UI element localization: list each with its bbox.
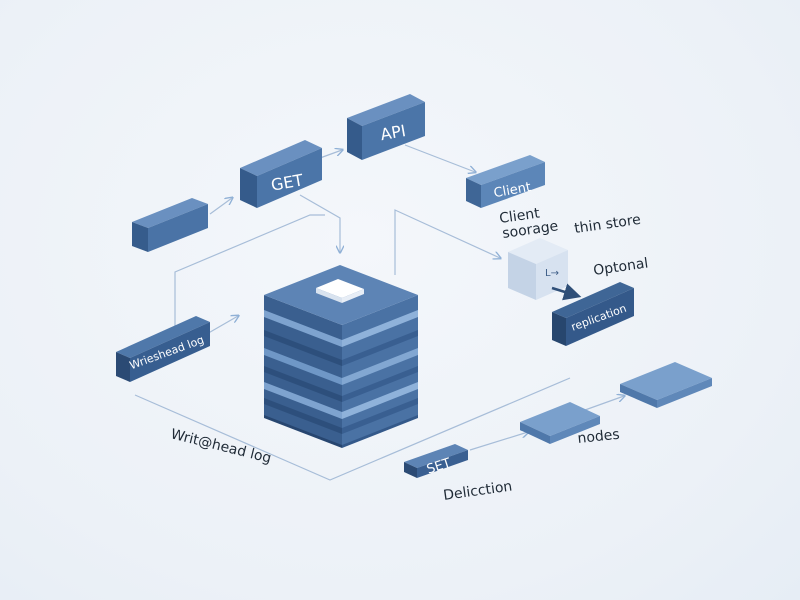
node-plate-2[interactable] xyxy=(620,362,712,408)
set-node[interactable]: SET xyxy=(404,444,468,478)
connector-set-to-plate xyxy=(469,432,528,451)
set-label: SET xyxy=(425,456,453,478)
connector-frame-left xyxy=(174,214,325,330)
connector-to-cube xyxy=(394,209,500,275)
connector-frame-bottom xyxy=(134,377,571,481)
node-plate-1[interactable] xyxy=(520,402,600,444)
connector-api-to-client xyxy=(404,144,475,172)
stack-top-block xyxy=(316,279,364,303)
client-node[interactable]: Client xyxy=(466,155,545,208)
connector-wal-to-stack xyxy=(204,316,238,336)
client-storage-label-2: soorage xyxy=(501,218,559,242)
stack-stripes xyxy=(264,310,418,434)
cube-arrow-icon: L→ xyxy=(545,268,559,279)
connector-plate-to-plate xyxy=(584,396,624,411)
api-label: API xyxy=(379,121,407,144)
replication-node[interactable]: replication xyxy=(552,282,634,346)
storage-stack[interactable] xyxy=(264,265,418,448)
connector-get-to-api xyxy=(319,150,342,159)
cube-to-replication-arrow xyxy=(551,283,582,301)
write-ahead-log-node[interactable]: Wrieshead log xyxy=(116,316,210,382)
connector-get-to-stack xyxy=(299,194,340,252)
client-store-cube[interactable]: L→ xyxy=(508,238,568,300)
connector-small-box-to-get xyxy=(209,198,232,215)
input-node-box[interactable] xyxy=(132,198,208,252)
deliction-label: Delicction xyxy=(442,478,513,504)
thin-store-label: thin store xyxy=(573,212,642,237)
optional-label: Optonal xyxy=(592,255,649,279)
connectors xyxy=(134,144,624,481)
api-node[interactable]: API xyxy=(347,94,425,160)
client-label: Client xyxy=(493,180,533,201)
get-node[interactable]: GET xyxy=(240,140,322,208)
client-storage-label-1: Client xyxy=(498,205,541,227)
nodes-label: nodes xyxy=(577,427,621,447)
